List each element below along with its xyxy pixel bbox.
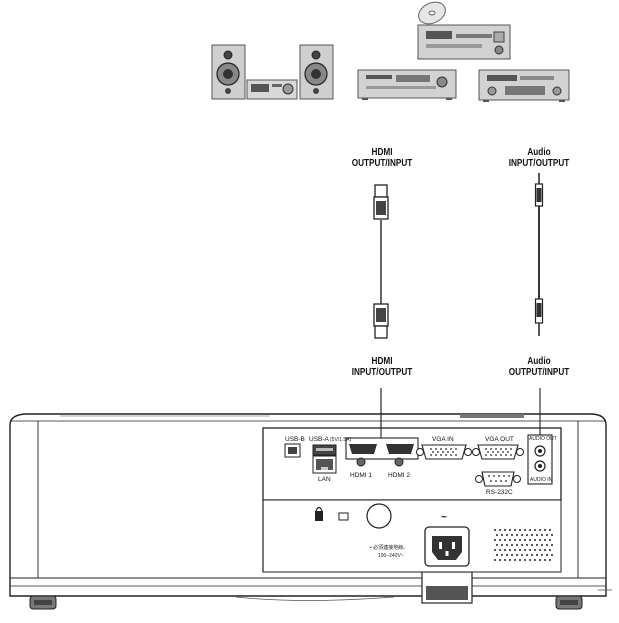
voltage-label: 100–240V~ xyxy=(378,553,404,559)
audio-in-label: AUDIO IN xyxy=(530,477,553,483)
rs232c-label: RS-232C xyxy=(486,489,513,496)
speaker-system-icon xyxy=(211,44,334,100)
vga-in-label: VGA IN xyxy=(432,436,454,443)
ground-note-label: • 必須連接地線。 xyxy=(370,545,409,551)
audio-bottom-label-2: OUTPUT/INPUT xyxy=(508,367,570,378)
hdmi2-label: HDMI 2 xyxy=(388,472,411,479)
av-receiver-icon xyxy=(478,69,570,102)
hdmi-top-label-1: HDMI xyxy=(371,147,393,158)
audio-top-label-2: INPUT/OUTPUT xyxy=(508,158,570,169)
usb-a-label: USB-A xyxy=(309,436,329,443)
hdmi-bottom-label-1: HDMI xyxy=(371,356,393,367)
kensington-lock-icon xyxy=(315,506,323,521)
vent-grille xyxy=(494,529,553,561)
hdmi1-label: HDMI 1 xyxy=(350,472,373,479)
hdmi-bottom-label-2: INPUT/OUTPUT xyxy=(351,367,413,378)
audio-cable-icon xyxy=(534,173,544,336)
audio-bottom-label-1: Audio xyxy=(527,356,551,367)
projector-icon xyxy=(9,413,612,610)
vcr-icon xyxy=(357,69,457,100)
cd-player-icon xyxy=(417,24,511,60)
ac-symbol: ~ xyxy=(441,512,447,523)
cd-disc-icon xyxy=(418,1,446,25)
ac-inlet-icon xyxy=(424,526,470,567)
usb-a-rating-label: (5V/1.5A) xyxy=(330,437,352,443)
lan-label: LAN xyxy=(318,476,331,483)
audio-out-label: AUDIO OUT xyxy=(529,436,557,442)
audio-top-label-1: Audio xyxy=(527,147,551,158)
hdmi-top-label-2: OUTPUT/INPUT xyxy=(351,158,413,169)
usb-b-label: USB-B xyxy=(285,436,305,443)
hdmi-cable-icon xyxy=(373,184,389,339)
vga-out-label: VGA OUT xyxy=(485,436,514,443)
